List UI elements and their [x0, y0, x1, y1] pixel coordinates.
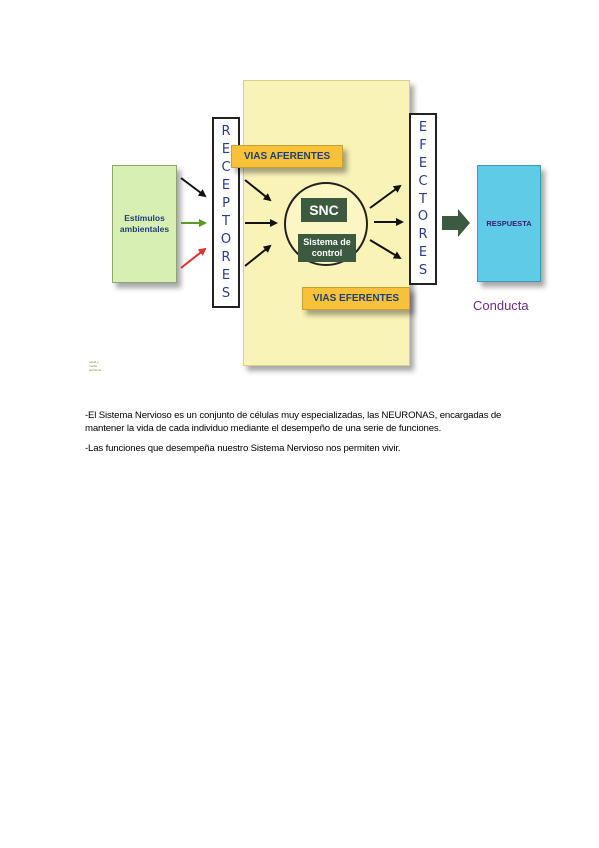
- receptores-letter: S: [221, 286, 231, 301]
- receptores-letter: R: [221, 124, 231, 139]
- vias-eferentes-tag: VIAS EFERENTES: [302, 287, 410, 310]
- afferent-arrow-top: [244, 179, 272, 202]
- receptores-letter: R: [221, 250, 231, 265]
- efectores-letter: E: [418, 120, 428, 135]
- efectores-letter: R: [418, 227, 428, 243]
- logo-mark: salud y medio ambiente: [89, 360, 102, 372]
- stimulus-box: Estímulos ambientales: [112, 165, 177, 283]
- body-text: -El Sistema Nervioso es un conjunto de c…: [85, 410, 525, 463]
- afferent-arrow-bottom: [244, 244, 272, 267]
- paragraph-2: -Las funciones que desempeña nuestro Sis…: [85, 442, 401, 454]
- efectores-letter: T: [419, 191, 427, 207]
- efferent-arrow-top: [369, 184, 402, 209]
- vias-aferentes-tag: VIAS AFERENTES: [231, 145, 343, 168]
- efferent-arrow-bottom: [369, 239, 402, 260]
- efectores-letter: E: [418, 155, 428, 171]
- stimulus-label: Estímulos ambientales: [119, 213, 170, 234]
- receptores-letter: P: [222, 196, 230, 211]
- respuesta-box: RESPUESTA: [477, 165, 541, 282]
- efectores-letter: S: [418, 263, 428, 278]
- sistema-control-label: Sistema de control: [298, 234, 356, 262]
- efectores-letter: C: [418, 173, 428, 189]
- stimulus-arrow-red: [180, 247, 207, 269]
- efectores-letter: E: [418, 245, 428, 261]
- conducta-label: Conducta: [473, 298, 529, 313]
- receptores-letter: O: [220, 232, 232, 247]
- efectores-letter: F: [419, 137, 427, 153]
- paragraph-1: -El Sistema Nervioso es un conjunto de c…: [85, 410, 502, 434]
- efectores-letter: O: [417, 209, 429, 225]
- response-big-arrow: [442, 209, 470, 237]
- receptores-letter: E: [221, 268, 231, 283]
- snc-label: SNC: [301, 198, 347, 222]
- respuesta-label: RESPUESTA: [486, 219, 532, 228]
- receptores-letter: C: [221, 160, 231, 175]
- stimulus-arrow-black: [180, 177, 207, 198]
- receptores-letter: E: [221, 178, 231, 193]
- receptores-letter: E: [221, 142, 231, 157]
- receptores-letter: T: [222, 214, 230, 229]
